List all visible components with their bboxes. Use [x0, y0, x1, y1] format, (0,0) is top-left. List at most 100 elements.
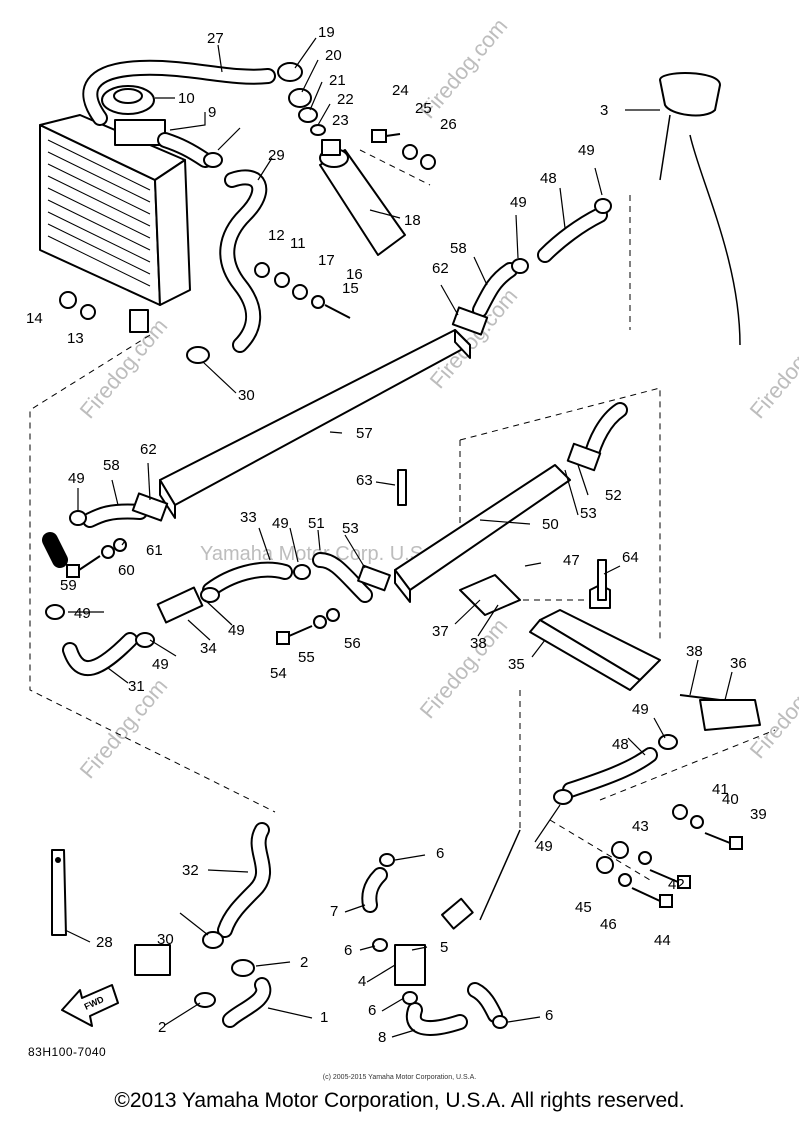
- callout-24: 24: [392, 82, 409, 99]
- callout-33: 33: [240, 509, 257, 526]
- callout-21: 21: [329, 72, 346, 89]
- reservoir-tank: [319, 139, 406, 256]
- callout-6: 6: [344, 942, 352, 959]
- callout-5: 5: [440, 939, 448, 956]
- watermark-firedog: Firedog.com: [415, 613, 513, 723]
- fwd-arrow: FWD: [61, 984, 119, 1027]
- callout-28: 28: [96, 934, 113, 951]
- callout-3: 3: [600, 102, 608, 119]
- callout-2: 2: [300, 954, 308, 971]
- callout-27: 27: [207, 30, 224, 47]
- hose-clamps: [45, 152, 678, 1029]
- watermark-firedog: Firedog.com: [75, 673, 173, 783]
- callout-6: 6: [545, 1007, 553, 1024]
- callout-61: 61: [146, 542, 163, 559]
- callout-44: 44: [654, 932, 671, 949]
- callout-45: 45: [575, 899, 592, 916]
- callout-11: 11: [290, 235, 306, 252]
- callout-8: 8: [378, 1029, 386, 1046]
- callout-9: 9: [208, 104, 216, 121]
- callout-58: 58: [103, 457, 120, 474]
- callout-4: 4: [358, 973, 366, 990]
- callout-19: 19: [318, 24, 335, 41]
- radiator-cap: [101, 85, 155, 115]
- small-copyright: (c) 2005-2015 Yamaha Motor Corporation, …: [322, 1074, 477, 1081]
- callout-50: 50: [542, 516, 559, 533]
- callout-7: 7: [330, 903, 338, 920]
- callout-49: 49: [74, 605, 91, 622]
- callout-40: 40: [722, 791, 739, 808]
- callout-35: 35: [508, 656, 525, 673]
- callout-41: 41: [712, 781, 729, 798]
- reservoir-cap-parts: [277, 62, 326, 136]
- callout-31: 31: [128, 678, 145, 695]
- callout-59: 59: [60, 577, 77, 594]
- callout-29: 29: [268, 147, 285, 164]
- callout-49: 49: [510, 194, 527, 211]
- callout-46: 46: [600, 916, 617, 933]
- callout-49: 49: [632, 701, 649, 718]
- callout-1: 1: [320, 1009, 328, 1026]
- callout-18: 18: [404, 212, 421, 229]
- callout-49: 49: [152, 656, 169, 673]
- callout-64: 64: [622, 549, 639, 566]
- callout-34: 34: [200, 640, 217, 657]
- callout-36: 36: [730, 655, 747, 672]
- pipe-58: [159, 329, 471, 519]
- watermark-firedog: Firedog.com: [745, 313, 799, 423]
- callout-25: 25: [415, 100, 432, 117]
- callout-10: 10: [178, 90, 195, 107]
- callout-38: 38: [470, 635, 487, 652]
- callout-48: 48: [612, 736, 629, 753]
- callout-32: 32: [182, 862, 199, 879]
- callout-42: 42: [668, 876, 685, 893]
- callout-14: 14: [26, 310, 43, 327]
- radiator: [39, 114, 191, 333]
- hoses: [42, 59, 658, 1036]
- callout-2: 2: [158, 1019, 166, 1036]
- callout-22: 22: [337, 91, 354, 108]
- callout-6: 6: [436, 845, 444, 862]
- callout-23: 23: [332, 112, 349, 129]
- watermarks: Firedog.com Firedog.com Firedog.com Fire…: [75, 13, 799, 783]
- fittings: [131, 72, 761, 986]
- callout-15: 15: [342, 280, 359, 297]
- callout-20: 20: [325, 47, 342, 64]
- callout-55: 55: [298, 649, 315, 666]
- radiator-cooling-parts-diagram: Firedog.com Firedog.com Firedog.com Fire…: [26, 13, 799, 1046]
- pipe-51: [394, 464, 571, 603]
- copyright-notice: ©2013 Yamaha Motor Corporation, U.S.A. A…: [114, 1089, 685, 1112]
- callout-63: 63: [356, 472, 373, 489]
- callout-6: 6: [368, 1002, 376, 1019]
- callout-30: 30: [157, 931, 174, 948]
- callout-52: 52: [605, 487, 622, 504]
- callout-51: 51: [308, 515, 325, 532]
- pipe-35: [529, 609, 661, 691]
- callout-38: 38: [686, 643, 703, 660]
- callout-13: 13: [67, 330, 84, 347]
- callout-48: 48: [540, 170, 557, 187]
- callout-57: 57: [356, 425, 373, 442]
- callout-56: 56: [344, 635, 361, 652]
- fasteners: [59, 129, 743, 908]
- watermark-firedog: Firedog.com: [75, 313, 173, 423]
- callout-54: 54: [270, 665, 287, 682]
- callout-26: 26: [440, 116, 457, 133]
- callout-49: 49: [272, 515, 289, 532]
- callout-37: 37: [432, 623, 449, 640]
- callout-49: 49: [536, 838, 553, 855]
- callout-49: 49: [578, 142, 595, 159]
- callout-43: 43: [632, 818, 649, 835]
- callout-47: 47: [563, 552, 580, 569]
- callout-62: 62: [432, 260, 449, 277]
- strap-28: [51, 849, 67, 936]
- callout-12: 12: [268, 227, 285, 244]
- callout-16: 16: [346, 266, 363, 283]
- callout-53: 53: [342, 520, 359, 537]
- leader-lines: [64, 37, 733, 1038]
- callout-58: 58: [450, 240, 467, 257]
- callout-49: 49: [228, 622, 245, 639]
- callout-17: 17: [318, 252, 335, 269]
